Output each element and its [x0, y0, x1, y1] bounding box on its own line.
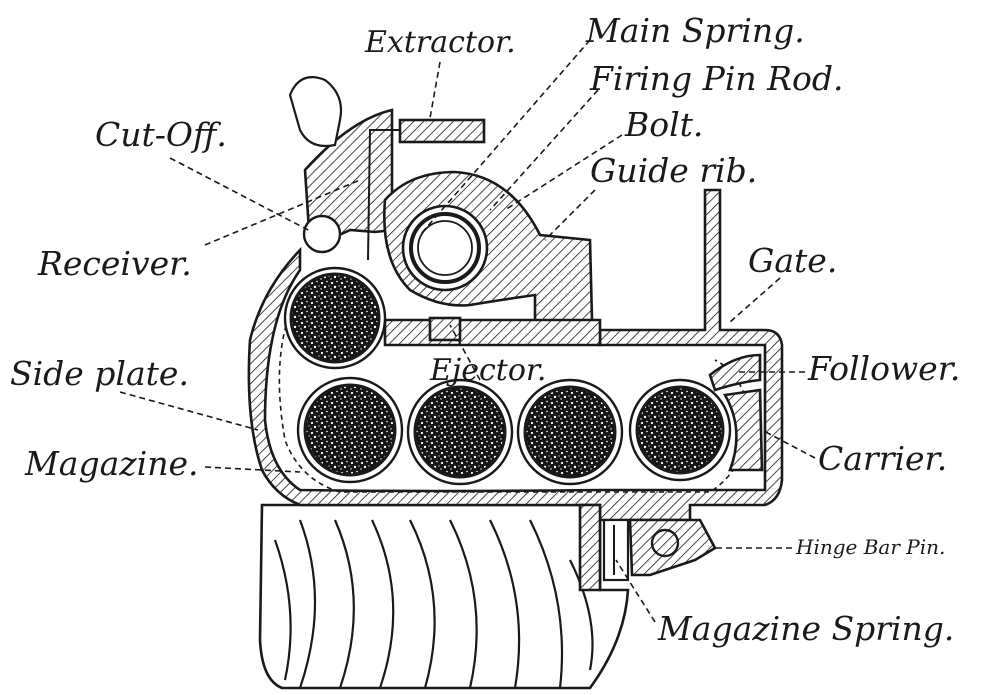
label-side-plate: Side plate. [10, 354, 189, 393]
label-bolt: Bolt. [624, 105, 703, 144]
label-guide-rib: Guide rib. [590, 151, 757, 190]
leader-lines [119, 39, 816, 623]
magazine-outline [278, 299, 751, 493]
label-main-spring: Main Spring. [585, 11, 805, 50]
label-hinge-bar-pin: Hinge Bar Pin. [795, 535, 945, 559]
label-follower: Follower. [807, 349, 960, 388]
magazine-spring-housing [578, 503, 717, 592]
ejector-plate [383, 316, 602, 347]
label-magazine: Magazine. [24, 444, 198, 483]
bolt [383, 170, 594, 324]
label-firing-pin-rod: Firing Pin Rod. [589, 59, 843, 98]
cartridges [283, 266, 732, 486]
label-ejector: Ejector. [429, 353, 546, 388]
label-receiver: Receiver. [37, 244, 192, 283]
label-carrier: Carrier. [818, 439, 947, 478]
label-gate: Gate. [748, 241, 837, 280]
label-cut-off: Cut-Off. [95, 115, 227, 154]
label-extractor: Extractor. [364, 25, 516, 60]
label-magazine-spring: Magazine Spring. [657, 609, 954, 648]
wooden-stock [258, 503, 630, 690]
receiver-body [247, 76, 784, 522]
follower-and-carrier [708, 353, 764, 472]
